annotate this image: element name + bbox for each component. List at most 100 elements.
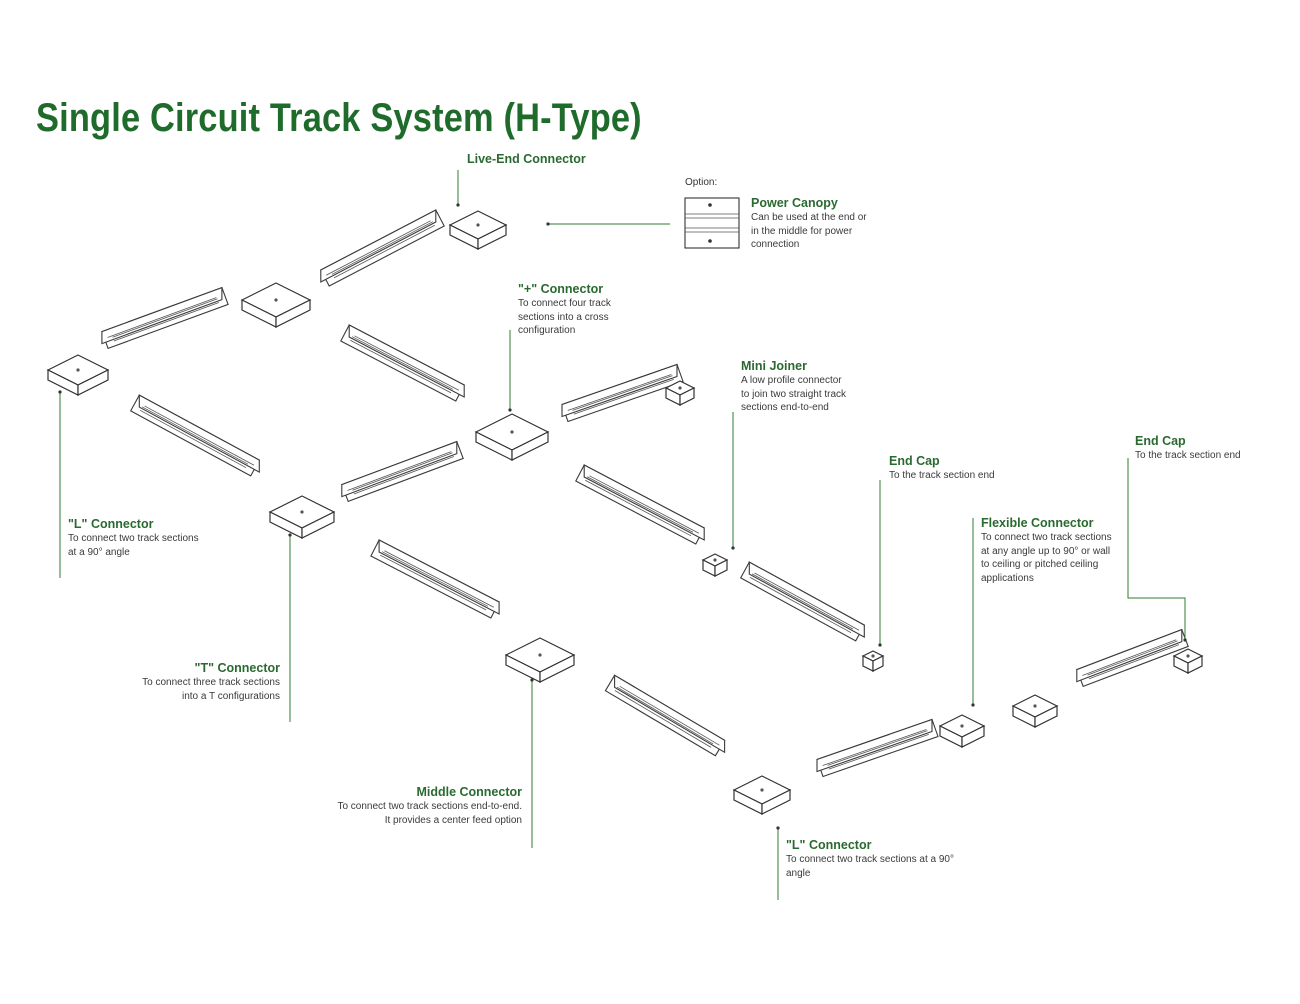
track-section [1076,628,1189,688]
track-section [370,539,500,619]
leader-plus-connector [508,330,512,412]
leader-middle-connector-dot [530,678,534,682]
track-slot-line [827,730,928,766]
leader-end-cap-1-dot [878,643,882,647]
flexible-connector-right-side-right [1034,705,1058,728]
track-slot-line [353,456,455,495]
mini-joiner-name: Mini Joiner [741,359,807,373]
track-section [604,674,726,757]
live-end-connector-screw [476,223,480,227]
label-t-connector: "T" Connector To connect three track sec… [120,661,280,703]
track-section [739,561,866,642]
track-groove-line [619,685,720,746]
leader-live-end-dot [456,203,460,207]
live-end-connector [448,210,508,250]
flexible-connector-left-screw [960,724,964,728]
track-slot-line [616,686,714,745]
mini-joiner-desc-1: A low profile connector [741,375,842,386]
plus-connector-name: "+" Connector [518,282,604,296]
track-side [341,440,458,498]
plus-connector-middle [474,413,550,461]
flexible-connector-desc-2: at any angle up to 90° or wall [981,545,1111,557]
track-side [583,464,705,541]
l-connector-1-name: "L" Connector [68,517,154,531]
track-slot-line [614,690,712,748]
l-connector-corner [46,354,110,396]
power-canopy-name: Power Canopy [751,196,838,210]
t-connector-desc-2: into a T configurations [181,690,280,702]
leader-end-cap-2 [1127,458,1187,642]
track-side [378,539,500,615]
track-slot-line [141,406,249,465]
flexible-connector-right-screw [1033,704,1037,708]
track-section [816,718,939,778]
leader-middle-connector [530,678,534,848]
leader-l-connector-2-dot [776,826,780,830]
track-groove-line [822,729,927,766]
track-slot-line [350,339,452,394]
track-slot-line [351,336,454,390]
plus-connector-middle-side-right [511,431,549,461]
track-side [348,324,465,398]
l-connector-2-desc-2: angle [786,867,811,879]
connectors [46,210,1204,815]
label-end-cap-1: End Cap To the track section end [889,454,995,483]
plus-connector-desc-3: configuration [518,325,576,336]
l-connector-bottom [732,775,792,815]
leader-power-canopy [546,222,670,226]
end-cap-upper-side-right [679,387,695,406]
track-section [320,209,445,287]
plus-connector-desc-1: To connect four track [518,298,611,309]
leader-t-connector [288,533,292,722]
track-groove-line [107,297,217,338]
track-section [129,394,261,477]
live-end-connector-side-right [477,224,507,250]
leader-mini-joiner [731,412,735,550]
plus-connector-middle-screw [510,430,514,434]
middle-connector-name: Middle Connector [416,785,522,799]
middle-connector-desc-1: To connect two track sections end-to-end… [337,801,522,812]
middle-connector-side-right [539,654,575,683]
leader-end-cap-2-line [1127,458,1186,640]
plus-connector-top-side-right [275,299,311,328]
t-connector-screw [300,510,304,514]
l-connector-corner-screw [76,368,80,372]
plus-connector-desc-2: sections into a cross [518,311,609,323]
leader-t-connector-dot [288,533,292,537]
end-cap-1-desc: To the track section end [889,470,995,481]
track-groove-line [384,550,494,608]
power-canopy-desc-2: in the middle for power [751,225,853,237]
leader-plus-connector-dot [508,408,512,412]
page-title: Single Circuit Track System (H-Type) [36,96,642,140]
power-canopy-icon [684,197,740,249]
track-section [340,324,465,402]
l-connector-1-desc-2: at a 90° angle [68,546,130,558]
track-groove-line [347,451,452,491]
track-groove-line [567,374,672,411]
track-section [561,363,684,423]
flexible-connector-desc-1: To connect two track sections [981,532,1112,543]
power-canopy-desc-3: connection [751,239,800,250]
plus-connector-top-screw [274,298,278,302]
track-side [320,209,437,283]
track-side [614,674,726,754]
track-side [816,718,933,773]
t-connector-name: "T" Connector [194,661,280,675]
leader-end-cap-1 [878,480,882,647]
leader-mini-joiner-dot [731,546,735,550]
leader-l-connector-1-dot [58,390,62,394]
track-side [748,561,865,639]
track-slot-line [331,221,434,275]
track-section [341,440,464,503]
leader-flexible-connector-dot [971,703,975,707]
track-side [101,286,223,345]
end-cap-small-side-right [872,655,884,672]
l-connector-2-name: "L" Connector [786,838,872,852]
l-connector-bottom-screw [760,788,764,792]
label-plus-connector: "+" Connector To connect four track sect… [518,282,611,338]
end-cap-small-screw [871,654,875,658]
mini-joiner-side-right [714,559,728,577]
track-section [101,286,229,350]
